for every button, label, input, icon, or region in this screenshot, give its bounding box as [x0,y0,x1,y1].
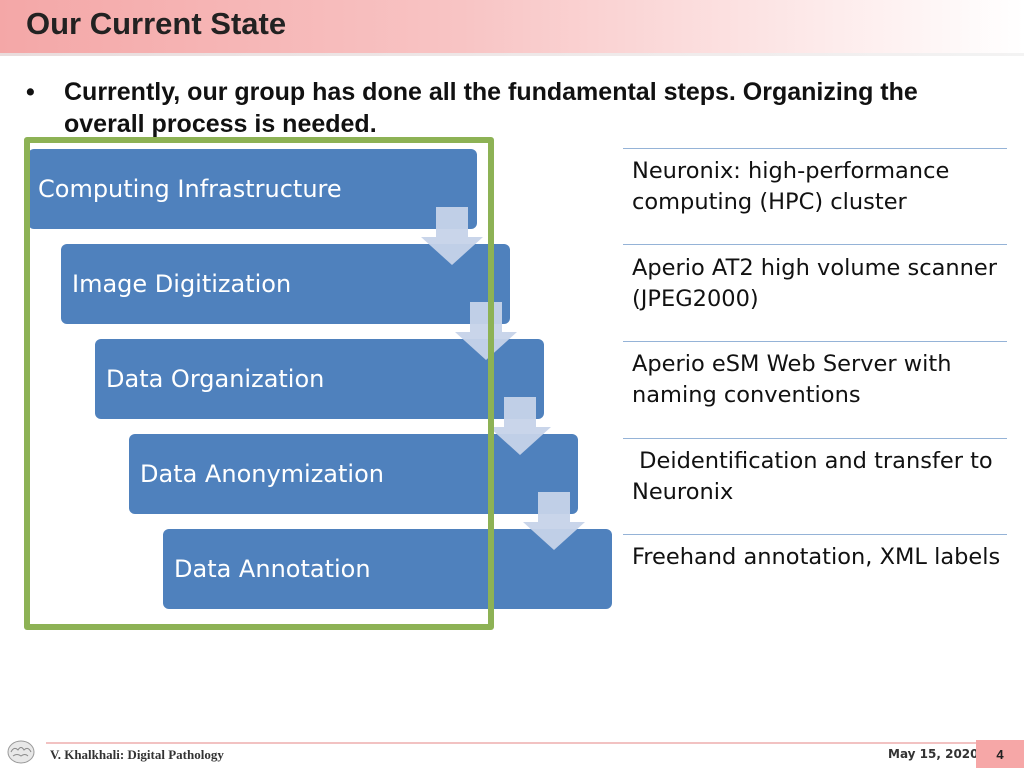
step-label: Data Annotation [174,555,371,583]
title-bar: Our Current State [0,0,1024,56]
step-description-3: Aperio eSM Web Server with naming conven… [632,351,959,408]
divider-line [623,341,1007,342]
down-arrow-icon [421,207,483,265]
step-image-digitization: Image Digitization [61,244,510,324]
slide-title: Our Current State [26,6,287,41]
step-label: Data Organization [106,365,325,393]
footer-date: May 15, 2020 [888,747,979,761]
step-description-1: Neuronix: high-performance computing (HP… [632,158,957,215]
divider-line [623,534,1007,535]
footer-author: V. Khalkhali: Digital Pathology [50,747,224,762]
bullet-text: Currently, our group has done all the fu… [64,78,918,138]
brain-logo-icon [7,740,35,764]
divider-line [623,148,1007,149]
highlight-frame [24,137,494,630]
divider-line [623,244,1007,245]
step-description-4: Deidentification and transfer to Neuroni… [632,448,1000,505]
down-arrow-icon [523,492,585,550]
step-computing-infrastructure: Computing Infrastructure [28,149,477,229]
bullet-marker: • [26,78,35,106]
step-description-5: Freehand annotation, XML labels [632,544,1001,570]
step-label: Image Digitization [72,270,292,298]
footer-divider [46,742,1024,744]
step-data-annotation: Data Annotation [163,529,612,609]
step-label: Computing Infrastructure [38,175,342,203]
page-number: 4 [976,740,1024,768]
divider-line [623,438,1007,439]
step-label: Data Anonymization [140,460,384,488]
step-data-anonymization: Data Anonymization [129,434,578,514]
page-number-text: 4 [996,746,1004,762]
step-description-2: Aperio AT2 high volume scanner (JPEG2000… [632,255,1005,312]
down-arrow-icon [455,302,517,360]
step-data-organization: Data Organization [95,339,544,419]
down-arrow-icon [489,397,551,455]
